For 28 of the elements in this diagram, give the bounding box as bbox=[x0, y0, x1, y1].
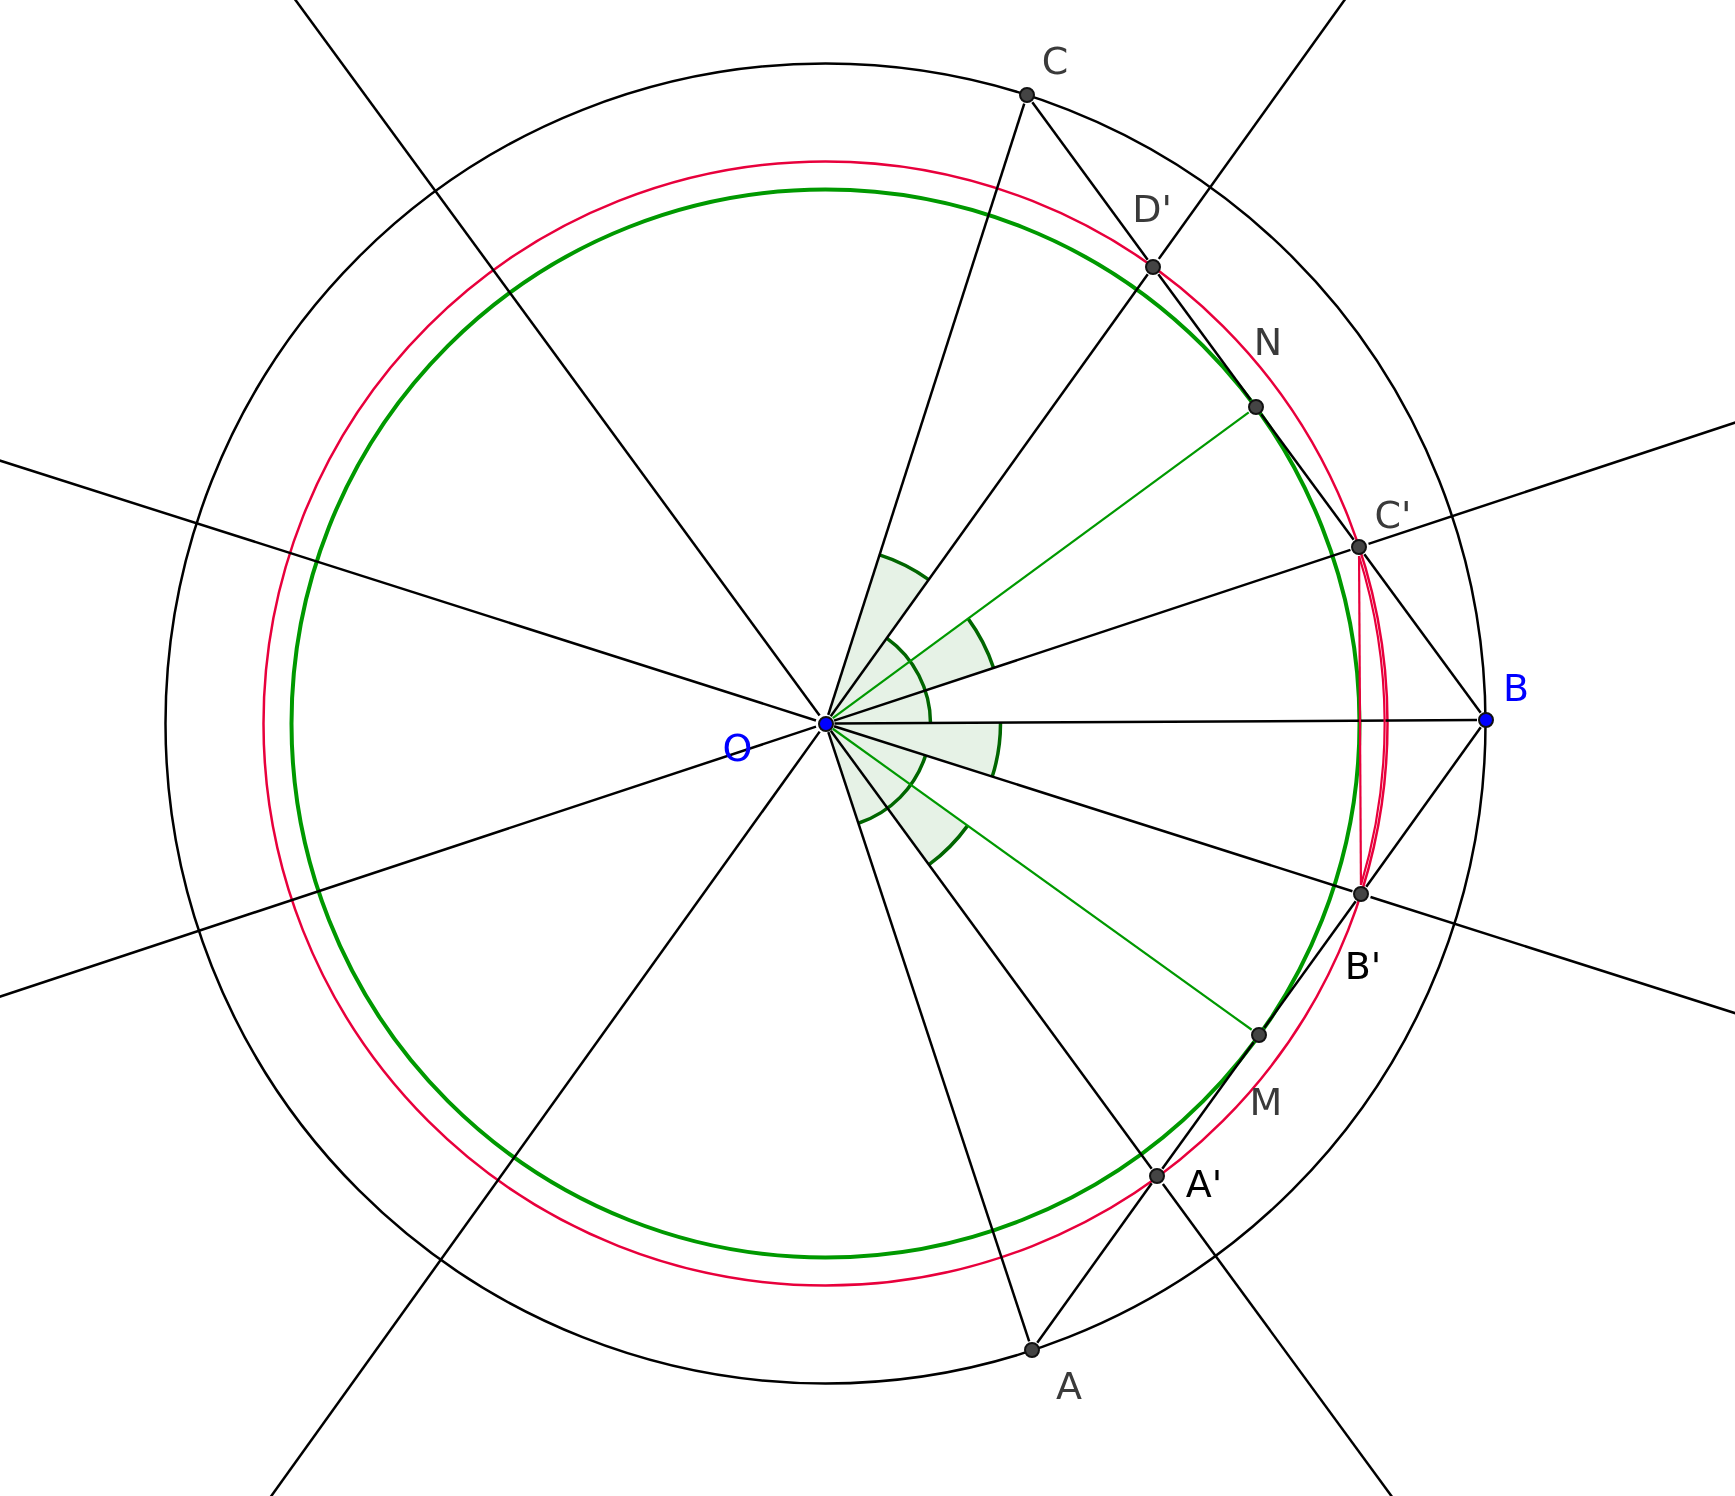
segment bbox=[1357, 555, 1385, 886]
segment bbox=[1260, 413, 1355, 541]
point-label: C bbox=[1041, 42, 1069, 80]
point-label: A bbox=[1056, 1367, 1082, 1405]
segment bbox=[832, 411, 1250, 720]
segment bbox=[829, 273, 1149, 717]
segment bbox=[829, 730, 1153, 1170]
segment bbox=[1031, 101, 1149, 261]
segment bbox=[1365, 726, 1482, 888]
point-label: N bbox=[1253, 323, 1283, 361]
segment bbox=[832, 727, 1253, 1031]
segment bbox=[1161, 1041, 1255, 1170]
segment bbox=[827, 731, 1031, 1342]
segment bbox=[1363, 553, 1482, 714]
segment bbox=[827, 103, 1026, 716]
segment bbox=[834, 718, 1477, 725]
segment bbox=[833, 548, 1351, 722]
point-label: B' bbox=[1344, 947, 1382, 985]
segment bbox=[1157, 273, 1252, 401]
segment bbox=[833, 725, 1353, 893]
segment bbox=[1357, 556, 1363, 885]
point-label: C' bbox=[1374, 496, 1412, 534]
point-label: B bbox=[1502, 669, 1530, 707]
point-label: A' bbox=[1185, 1165, 1223, 1203]
point-label: D' bbox=[1132, 190, 1172, 228]
point-label: M bbox=[1249, 1083, 1283, 1121]
segment bbox=[1263, 900, 1357, 1029]
segment bbox=[1036, 1182, 1153, 1344]
